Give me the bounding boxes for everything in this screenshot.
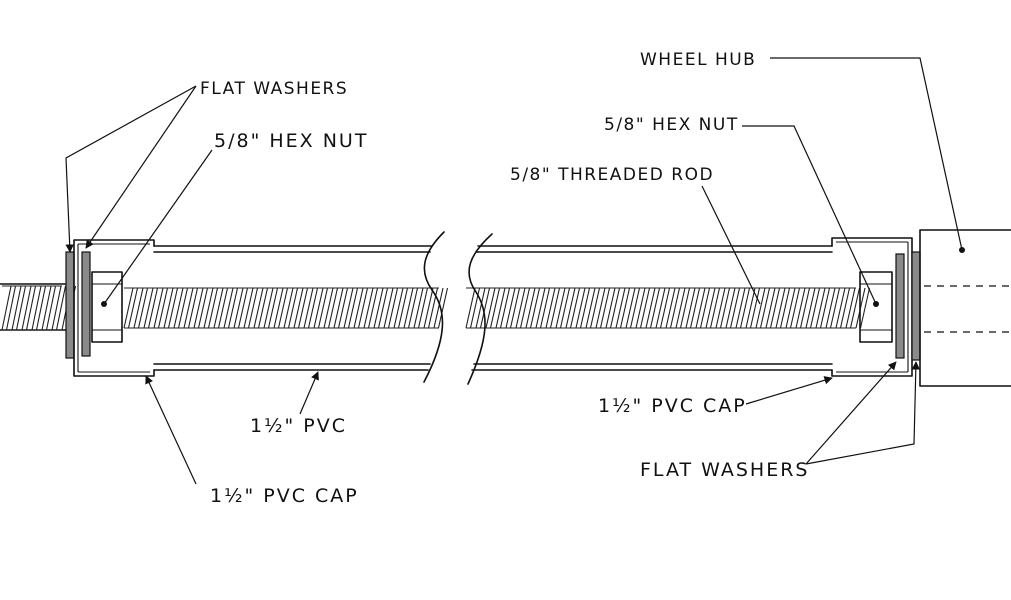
pvc-cap-left (73, 239, 155, 377)
hex-nut-left (91, 271, 123, 343)
rod-threads-left (1, 285, 449, 331)
thread-lines (465, 287, 871, 329)
rod-threads-right (465, 287, 871, 329)
label-flat-washers-bottom: FLAT WASHERS (640, 459, 809, 481)
wheel-hub (919, 229, 1011, 387)
flat-washer-left-inner (81, 251, 91, 357)
pvc-pipe-right (467, 233, 833, 385)
break-line-left (423, 231, 445, 383)
flat-washer-right-outer (911, 251, 921, 361)
label-pvc-cap-left: 1½" PVC CAP (210, 485, 359, 507)
thread-edges (2, 285, 62, 331)
thread-lines (123, 287, 449, 329)
flat-washer-right-inner (895, 253, 905, 359)
label-pvc-cap-right: 1½" PVC CAP (598, 395, 747, 417)
flat-washer-left-outer (65, 251, 75, 359)
label-wheel-hub: WHEEL HUB (640, 50, 756, 70)
label-hex-nut-right: 5/8" HEX NUT (604, 115, 739, 135)
break-line-right (467, 233, 493, 385)
pvc-pipe-left (153, 231, 445, 383)
right-end-assembly (831, 237, 921, 377)
label-hex-nut-left: 5/8" HEX NUT (214, 130, 368, 152)
hex-nut-right (859, 271, 893, 343)
thread-edges (124, 287, 439, 329)
threaded-rod-right (465, 287, 871, 329)
label-threaded-rod: 5/8" THREADED ROD (510, 165, 714, 185)
leader-lines (65, 57, 963, 485)
label-pvc-pipe: 1½" PVC (250, 415, 347, 437)
label-flat-washers-top: FLAT WASHERS (200, 79, 348, 99)
thread-edges (466, 287, 856, 329)
